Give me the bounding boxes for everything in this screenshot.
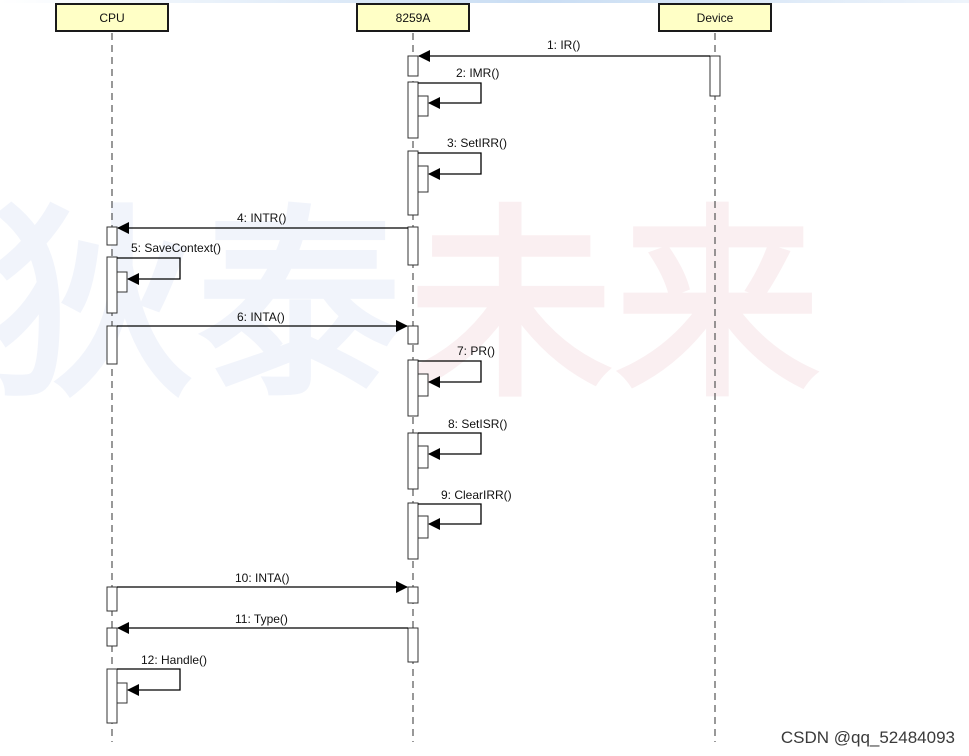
message-label-6: 6: INTA() — [237, 310, 285, 324]
footer-credit: CSDN @qq_52484093 — [780, 728, 955, 747]
lifeline-head-8259a: 8259A — [356, 3, 470, 32]
activation-cpu-2-nested — [116, 271, 128, 293]
message-label-10: 10: INTA() — [235, 571, 290, 585]
activation-8259a-1 — [407, 55, 419, 77]
activation-cpu-4 — [106, 586, 118, 612]
activation-8259a-3 — [407, 150, 419, 216]
activation-8259a-6 — [407, 359, 419, 417]
activation-cpu-3 — [106, 325, 118, 365]
message-arrow-2 — [418, 82, 482, 109]
lifeline-head-cpu: CPU — [55, 3, 169, 32]
message-arrow-5 — [117, 257, 181, 285]
activation-device — [709, 55, 721, 97]
activation-8259a-8 — [407, 502, 419, 560]
message-label-2: 2: IMR() — [456, 66, 500, 80]
activation-8259a-7 — [407, 432, 419, 490]
message-label-5: 5: SaveContext() — [131, 241, 222, 255]
activation-8259a-9 — [407, 586, 419, 604]
lifeline-head-device: Device — [658, 3, 772, 32]
message-arrow-9 — [418, 503, 482, 530]
message-label-1: 1: IR() — [547, 38, 581, 52]
activation-8259a-4 — [407, 226, 419, 266]
activation-8259a-10 — [407, 627, 419, 663]
message-arrow-3 — [418, 152, 482, 180]
message-label-12: 12: Handle() — [141, 653, 208, 667]
activation-8259a-8-nested — [417, 515, 429, 539]
message-label-8: 8: SetISR() — [448, 417, 508, 431]
message-label-4: 4: INTR() — [237, 211, 287, 225]
message-label-11: 11: Type() — [235, 612, 288, 626]
message-label-7: 7: PR() — [457, 344, 496, 358]
activation-8259a-3-nested — [417, 165, 429, 193]
message-arrow-12 — [117, 668, 181, 696]
activation-cpu-5 — [106, 627, 118, 647]
activation-cpu-1 — [106, 226, 118, 246]
activation-cpu-6 — [106, 668, 118, 724]
message-arrow-8 — [418, 432, 482, 460]
activation-8259a-7-nested — [417, 445, 429, 469]
activation-8259a-2-nested — [417, 95, 429, 117]
activation-8259a-6-nested — [417, 373, 429, 397]
message-arrow-7 — [418, 360, 482, 388]
activation-cpu-6-nested — [116, 682, 128, 704]
activation-8259a-5 — [407, 325, 419, 345]
top-accent-bar — [0, 0, 969, 3]
activation-8259a-2 — [407, 81, 419, 139]
activation-cpu-2 — [106, 256, 118, 314]
message-label-3: 3: SetIRR() — [447, 136, 508, 150]
message-label-9: 9: ClearIRR() — [441, 488, 512, 502]
